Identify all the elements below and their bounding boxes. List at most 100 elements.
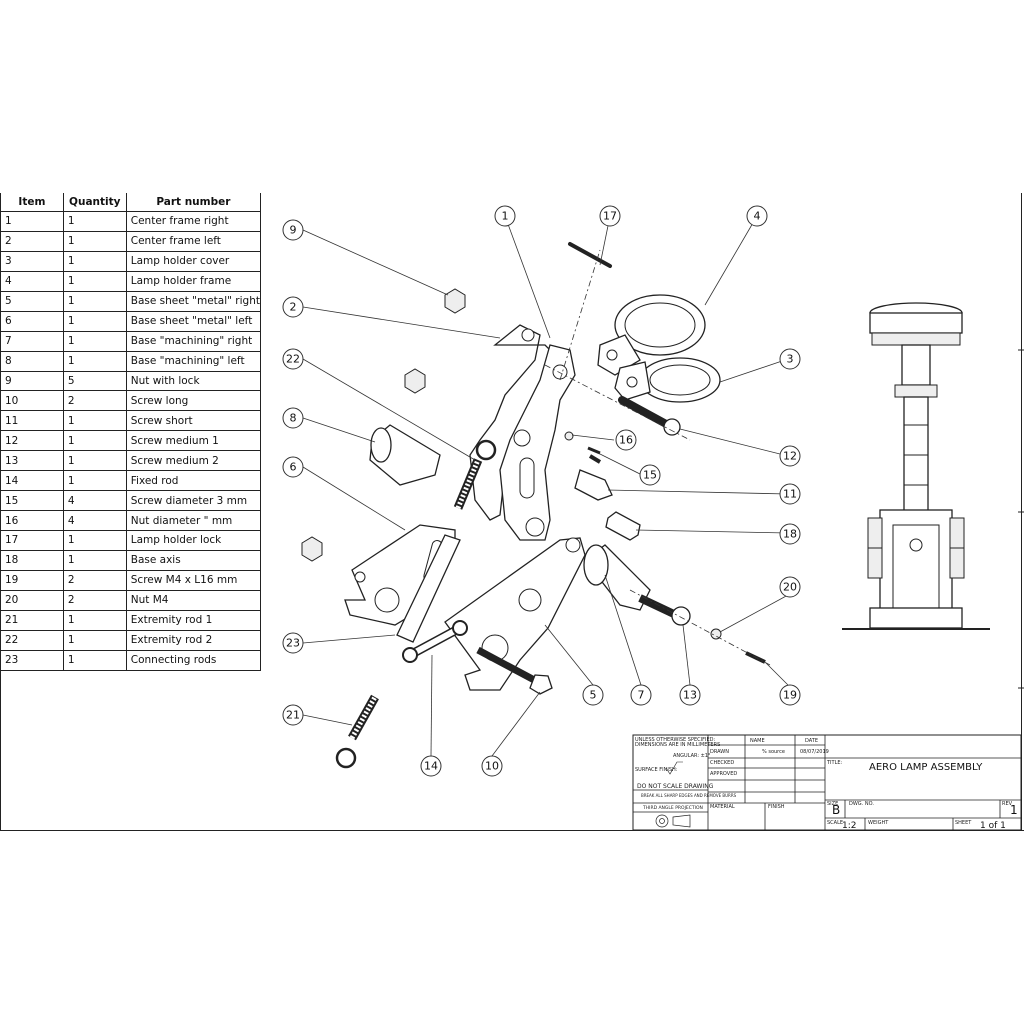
base-sheet-left-hole-small [354,571,366,583]
callout-21: 21 [282,704,304,726]
svg-text:1: 1 [502,210,509,223]
callout-16: 16 [615,429,637,451]
bom-cell-part-number: Screw medium 1 [126,430,262,452]
nut-3mm-part [564,431,574,441]
callout-2: 2 [282,296,304,318]
tb-rev: 1 [1010,803,1018,817]
tb-size-label: SIZE [827,801,838,807]
bom-cell-item: 8 [1,351,64,372]
bom-cell-quantity: 1 [63,530,127,551]
bom-cell-item: 10 [1,390,64,412]
frame-slot [519,457,535,499]
tb-approved: APPROVED [710,771,737,777]
bom-cell-item: 11 [1,410,64,432]
bom-cell-part-number: Lamp holder frame [126,271,262,292]
callout-18: 18 [779,523,801,545]
bom-cell-quantity: 1 [63,630,127,651]
bom-cell-part-number: Lamp holder cover [126,251,262,272]
bom-cell-item: 3 [1,251,64,272]
svg-text:15: 15 [643,469,657,482]
screw-long-part [476,646,540,686]
bom-cell-item: 19 [1,570,64,591]
tb-size: B [832,803,840,817]
bom-cell-item: 1 [1,211,64,232]
bom-cell-item: 5 [1,291,64,312]
svg-text:23: 23 [286,637,300,650]
svg-text:16: 16 [619,434,633,447]
tb-material: MATERIAL [710,804,735,810]
fixed-rod-part [402,620,468,663]
svg-text:6: 6 [290,461,297,474]
bom-cell-part-number: Nut with lock [126,371,262,392]
bom-cell-quantity: 5 [63,371,127,392]
bom-cell-quantity: 1 [63,351,127,372]
lamp-holder-tab [597,334,641,376]
bom-cell-quantity: 1 [63,271,127,292]
bom-cell-quantity: 1 [63,610,127,631]
bom-cell-item: 2 [1,231,64,252]
bom-cell-quantity: 4 [63,510,127,531]
bom-cell-part-number: Base "machining" right [126,331,262,352]
bom-cell-part-number: Lamp holder lock [126,530,262,551]
bom-cell-item: 18 [1,550,64,571]
screw-3mm-part [587,446,601,455]
bom-cell-quantity: 1 [63,450,127,472]
bom-cell-item: 12 [1,430,64,452]
svg-text:13: 13 [683,689,697,702]
base-machining-right-part [584,544,651,611]
svg-text:19: 19 [783,689,797,702]
bom-cell-quantity: 1 [63,430,127,452]
callout-19: 19 [779,684,801,706]
tb-weight-label: WEIGHT [868,820,889,826]
lamp-holder-tab-hole [606,349,618,361]
bom-cell-part-number: Center frame left [126,231,262,252]
svg-text:4: 4 [754,210,761,223]
bom-cell-part-number: Extremity rod 2 [126,630,262,651]
callout-4: 4 [746,205,768,227]
cover-tab [614,361,651,401]
base-axis-part [605,511,641,541]
tb-dims-note: DIMENSIONS ARE IN MILLIMETERS [635,742,720,748]
base-sheet-left-slot [423,540,443,582]
tb-name-hdr: NAME [750,738,765,744]
svg-text:22: 22 [286,353,300,366]
lamp-holder-cover-inner [649,364,711,396]
svg-text:12: 12 [783,450,797,463]
surface-finish-symbol [665,761,683,775]
bom-cell-quantity: 1 [63,410,127,432]
tb-sheet-label: SHEET [955,820,972,826]
nut-with-lock-parts [301,288,466,562]
bom-cell-quantity: 2 [63,570,127,591]
callout-12: 12 [779,445,801,467]
base-sheet-left-hole [374,587,400,613]
tb-sheet: 1 of 1 [980,821,1006,831]
screw-short-part [574,469,613,501]
bom-cell-quantity: 2 [63,390,127,412]
base-sheet-right-part [444,537,586,691]
center-frame-right-part [499,344,576,541]
tb-projection: THIRD ANGLE PROJECTION [642,805,703,811]
bom-cell-part-number: Fixed rod [126,470,262,492]
screw-medium-1-part [618,396,672,429]
base-sheet-right-hole-top [565,537,581,553]
bom-cell-item: 13 [1,450,64,472]
screw-long-head [529,674,553,695]
tb-unless-note: UNLESS OTHERWISE SPECIFIED: [635,737,715,743]
base-sheet-right-hole [481,634,509,662]
tb-angular: ANGULAR: ±1° [673,753,711,759]
bom-cell-quantity: 1 [63,550,127,571]
lamp-holder-frame-part [614,294,706,356]
svg-text:3: 3 [787,353,794,366]
